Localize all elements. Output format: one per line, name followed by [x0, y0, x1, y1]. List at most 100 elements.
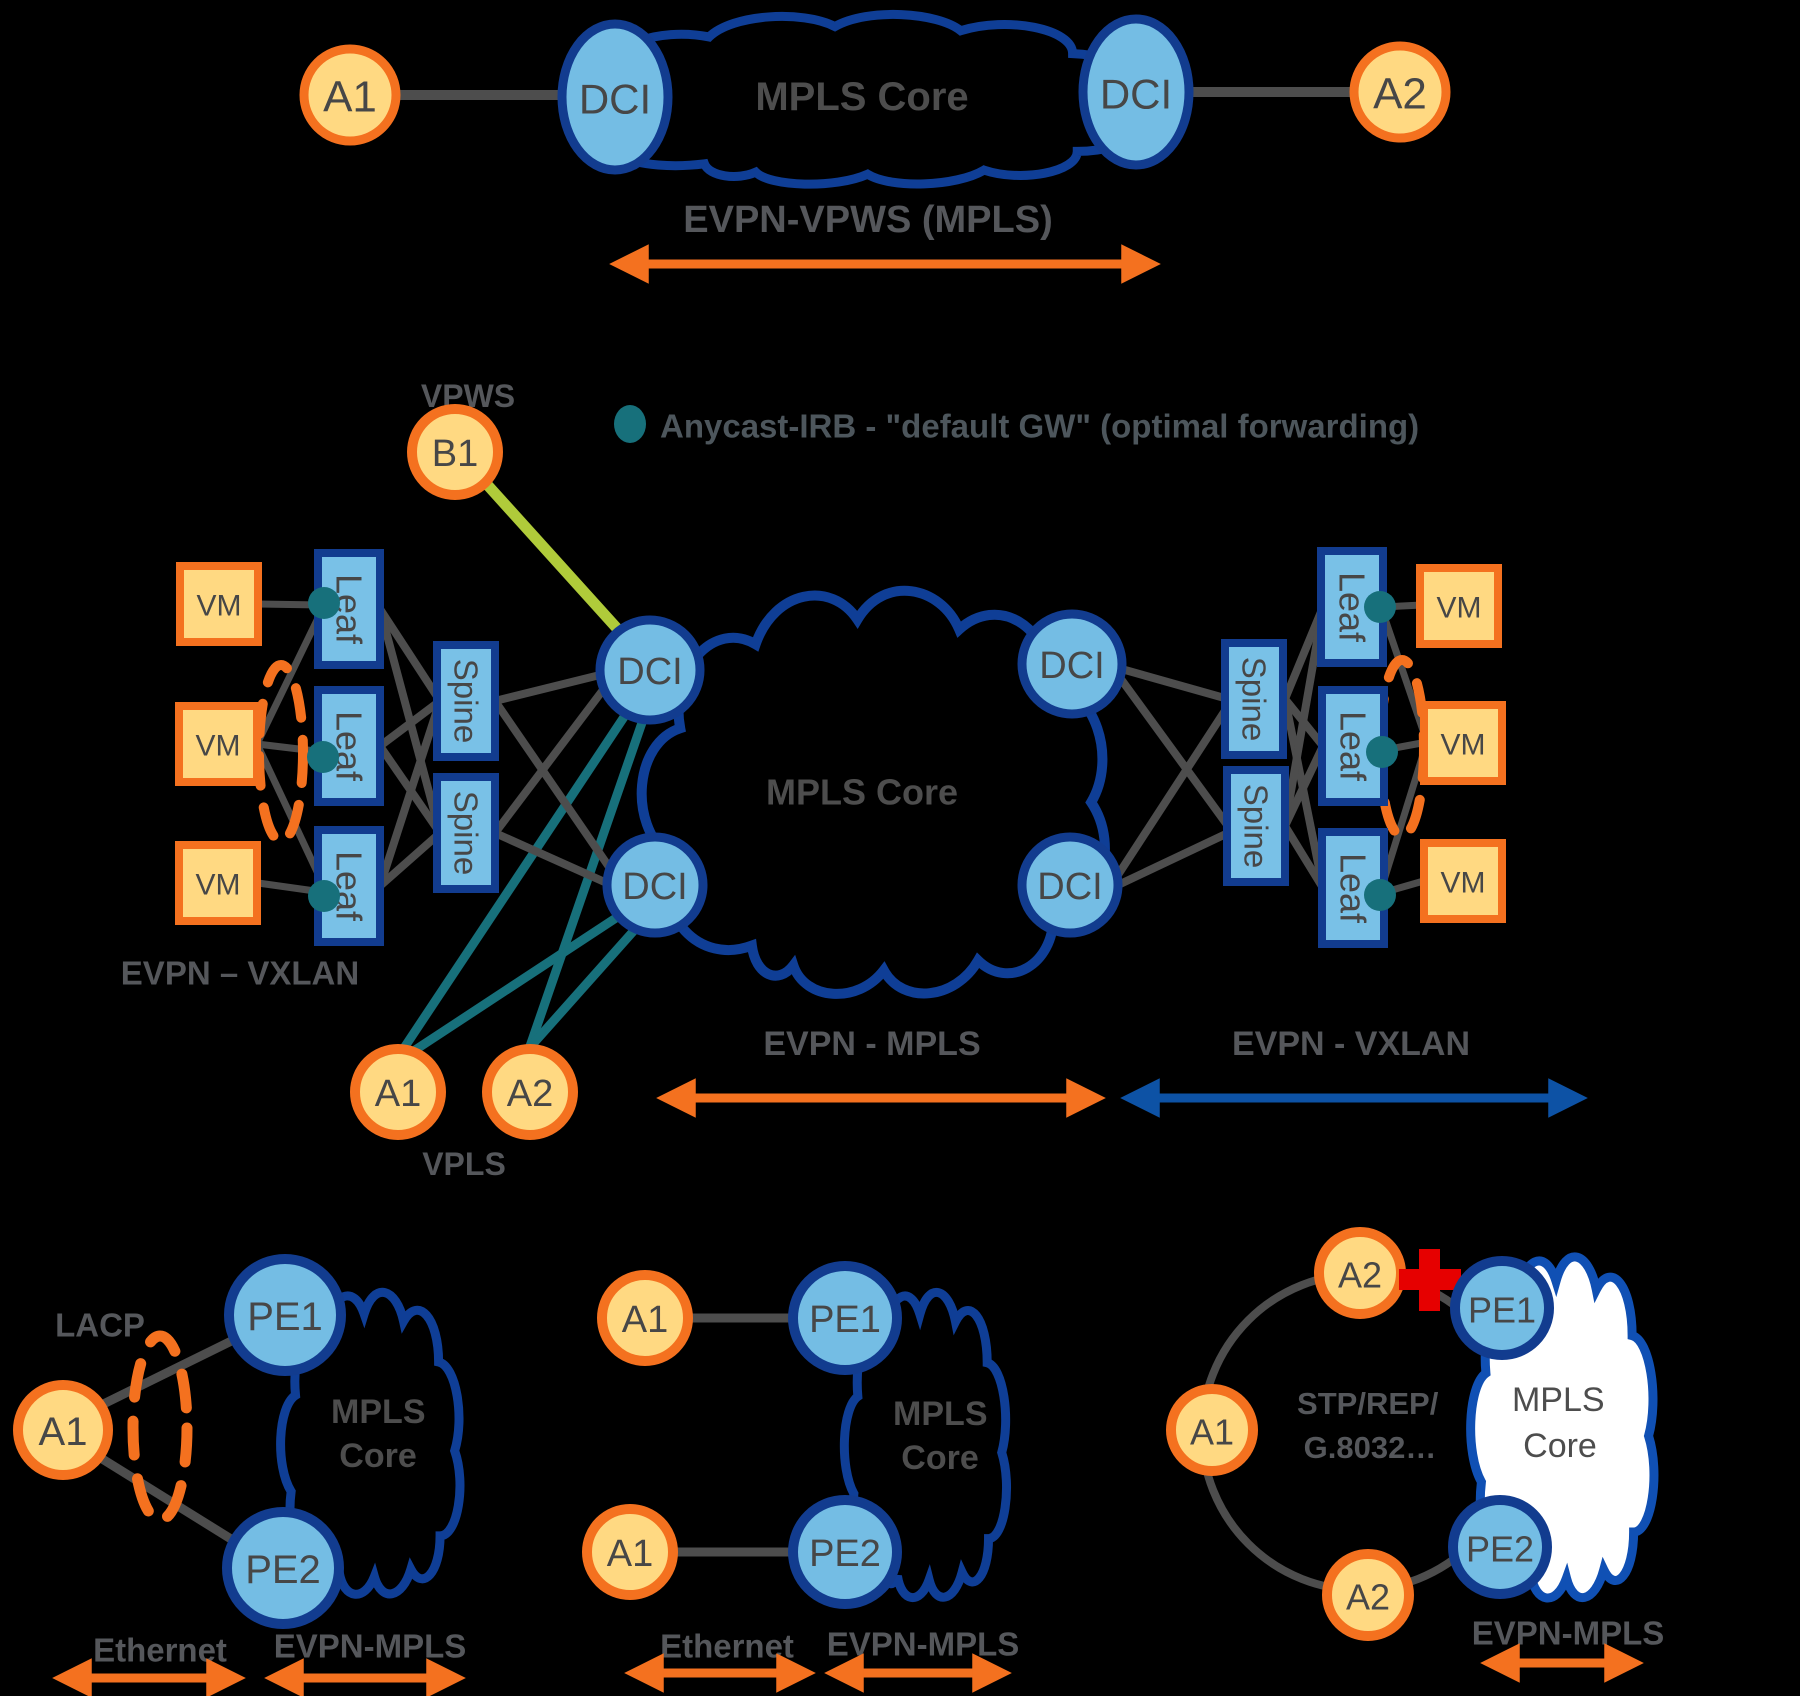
node-pe1-bl: PE1 — [224, 1254, 346, 1376]
left-datacenter: VM VM VM Leaf Leaf Leaf — [121, 549, 622, 992]
pe1-label: PE1 — [1468, 1290, 1536, 1331]
vm-node-6: VM — [1420, 839, 1506, 923]
lacp-label: LACP — [55, 1307, 145, 1344]
node-pe1-br: PE1 — [1450, 1256, 1554, 1360]
pe2-label: PE2 — [809, 1533, 881, 1575]
node-a1-br: A1 — [1166, 1384, 1258, 1476]
a1-label: A1 — [1190, 1412, 1234, 1453]
core-line: Core — [901, 1439, 978, 1477]
a2-label: A2 — [1346, 1577, 1390, 1618]
dci-label: DCI — [622, 866, 687, 908]
legend-anycast-irb: Anycast-IRB - "default GW" (optimal forw… — [614, 405, 1419, 445]
mpls-line: MPLS — [893, 1395, 987, 1433]
evpn-mpls-label-bl: EVPN-MPLS — [274, 1628, 467, 1665]
node-b1: B1 — [407, 404, 503, 500]
leaf-spine-links-left — [376, 606, 444, 889]
evpn-vxlan-left-label: EVPN – VXLAN — [121, 955, 359, 992]
node-pe2-bl: PE2 — [222, 1507, 344, 1629]
node-dci-top-left — [557, 19, 673, 175]
pe1-label: PE1 — [809, 1299, 881, 1341]
g8032-line: G.8032… — [1304, 1430, 1437, 1465]
leaf-label: Leaf — [1333, 711, 1374, 782]
spine-dci-links-left — [491, 668, 622, 892]
vm-node-3: VM — [175, 841, 261, 925]
node-a1-top-label: A1 — [323, 73, 377, 122]
right-datacenter: Spine Spine Leaf Leaf Leaf — [1112, 547, 1506, 948]
lacp-dashed-ellipse — [127, 1330, 193, 1526]
spine-label: Spine — [448, 791, 485, 875]
spine-node-4: Spine — [1223, 766, 1289, 886]
dci-node-bottom-left: DCI — [602, 832, 708, 938]
dci-spine-links-right — [1112, 664, 1232, 890]
mpls-line: MPLS — [331, 1393, 425, 1431]
bottom-left-lacp-diagram: LACP A1 PE1 PE2 MPLS Core Ethernet EVPN-… — [13, 1254, 467, 1696]
vm-label: VM — [197, 590, 242, 623]
evpn-mpls-span-label: EVPN - MPLS — [763, 1025, 980, 1063]
node-a2-vpls: A2 — [482, 1044, 578, 1140]
a1-label: A1 — [607, 1533, 653, 1575]
node-dci-top-right-label: DCI — [1100, 71, 1172, 118]
evpn-mpls-label-br: EVPN-MPLS — [1472, 1615, 1665, 1652]
a1-label: A1 — [39, 1410, 88, 1454]
spine-label: Spine — [1236, 657, 1273, 741]
mpls-line: MPLS — [1512, 1381, 1605, 1419]
bottom-middle-diagram: A1 A1 PE1 PE2 MPLS Core Ethernet EVPN-MP… — [582, 1261, 1019, 1693]
vm-label: VM — [1441, 729, 1486, 762]
evpn-vxlan-span-label: EVPN - VXLAN — [1232, 1025, 1470, 1063]
spine-node-2: Spine — [433, 773, 499, 893]
a2-label: A2 — [507, 1073, 553, 1115]
bottom-right-ring-diagram: STP/REP/ G.8032… MPLS Core A2 PE1 A1 A2 — [1166, 1227, 1665, 1683]
node-a2-bottom-br: A2 — [1322, 1549, 1414, 1641]
spine-node-3: Spine — [1221, 639, 1287, 759]
dci-node-top-left: DCI — [595, 615, 705, 725]
mpls-core-br-label: MPLS Core — [1512, 1381, 1614, 1465]
core-line: Core — [1523, 1427, 1597, 1465]
a2-label: A2 — [1338, 1255, 1382, 1296]
blocked-link-cross-icon — [1399, 1249, 1461, 1311]
core-line: Core — [339, 1437, 416, 1475]
a1-label: A1 — [622, 1299, 668, 1341]
vpls-label: VPLS — [422, 1146, 506, 1182]
dci-label: DCI — [1037, 866, 1102, 908]
node-a2-top — [1349, 41, 1451, 143]
vm-node-4: VM — [1416, 564, 1502, 648]
main-dci-diagram: MPLS Core — [121, 378, 1588, 1182]
legend-text: Anycast-IRB - "default GW" (optimal forw… — [660, 408, 1419, 445]
vm-label: VM — [1441, 867, 1486, 900]
spine-label: Spine — [448, 659, 485, 743]
pe1-label: PE1 — [247, 1295, 323, 1339]
a1-label: A1 — [375, 1073, 421, 1115]
mpls-core-bm-label: MPLS Core — [893, 1395, 997, 1477]
node-a2-top-label: A2 — [1373, 70, 1427, 119]
vm-node-5: VM — [1420, 701, 1506, 785]
anycast-irb-dots-left — [307, 587, 340, 912]
node-a1-top — [299, 44, 401, 146]
spine-label: Spine — [1238, 784, 1275, 868]
ring-protocol-label: STP/REP/ G.8032… — [1297, 1386, 1447, 1465]
node-dci-top-left-label: DCI — [579, 76, 651, 123]
evpn-vpws-caption: EVPN-VPWS (MPLS) — [683, 199, 1052, 241]
node-dci-top-right — [1078, 14, 1194, 170]
node-a1-bottom-bm: A1 — [582, 1504, 678, 1600]
ethernet-label-bl: Ethernet — [93, 1632, 227, 1669]
dci-label: DCI — [617, 651, 682, 693]
leaf-node-2: Leaf — [314, 686, 384, 806]
node-pe1-bm: PE1 — [788, 1261, 902, 1375]
node-a1-top-bm: A1 — [597, 1270, 693, 1366]
link-b1-dci — [478, 476, 637, 649]
node-pe2-br: PE2 — [1448, 1495, 1552, 1599]
vm-label: VM — [196, 869, 241, 902]
b1-label: B1 — [432, 433, 478, 475]
vm-node-2: VM — [175, 702, 261, 786]
mpls-core-middle-label: MPLS Core — [766, 772, 958, 813]
anycast-irb-dot-icon — [614, 405, 646, 443]
vm-node-1: VM — [176, 562, 262, 646]
mpls-core-bl-label: MPLS Core — [331, 1393, 435, 1475]
pe2-label: PE2 — [1466, 1529, 1534, 1570]
dci-node-bottom-right: DCI — [1017, 832, 1123, 938]
node-a2-top-br: A2 — [1314, 1227, 1406, 1319]
mpls-core-top-label: MPLS Core — [755, 75, 968, 119]
dci-label: DCI — [1039, 645, 1104, 687]
